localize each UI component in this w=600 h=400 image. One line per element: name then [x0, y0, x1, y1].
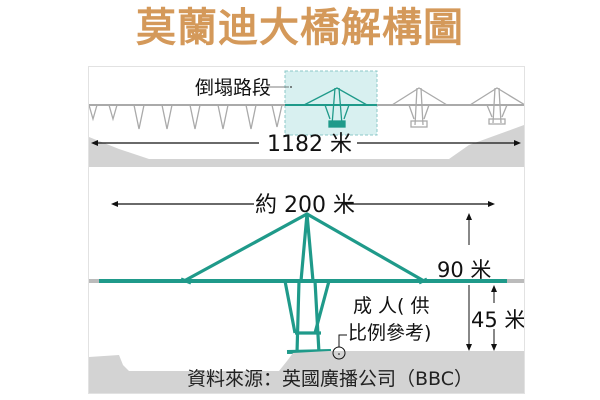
detail-section: 約 200 米 成 人( 供 比例參考) 90 米 [89, 193, 525, 393]
scale-note-line1: 成 人( 供 [353, 295, 430, 317]
deck-height-label: 45 米 [471, 308, 524, 332]
tower-height-label: 90 米 [437, 258, 491, 282]
bridge-diagram: 倒塌路段 1182 米 約 200 米 [88, 70, 526, 393]
page-title: 莫蘭迪大橋解構圖 [136, 5, 464, 51]
collapsed-tower-mini [303, 87, 368, 128]
source-credit: 資料來源：英國廣播公司（BBC） [187, 368, 473, 390]
total-length-label: 1182 米 [267, 132, 352, 157]
overview-section: 倒塌路段 1182 米 [88, 70, 526, 167]
collapsed-section-label: 倒塌路段 [195, 77, 271, 99]
scale-note-line2: 比例參考) [348, 322, 431, 344]
collapsed-tower [180, 212, 428, 354]
diagram-panel: 倒塌路段 1182 米 約 200 米 [88, 66, 525, 394]
